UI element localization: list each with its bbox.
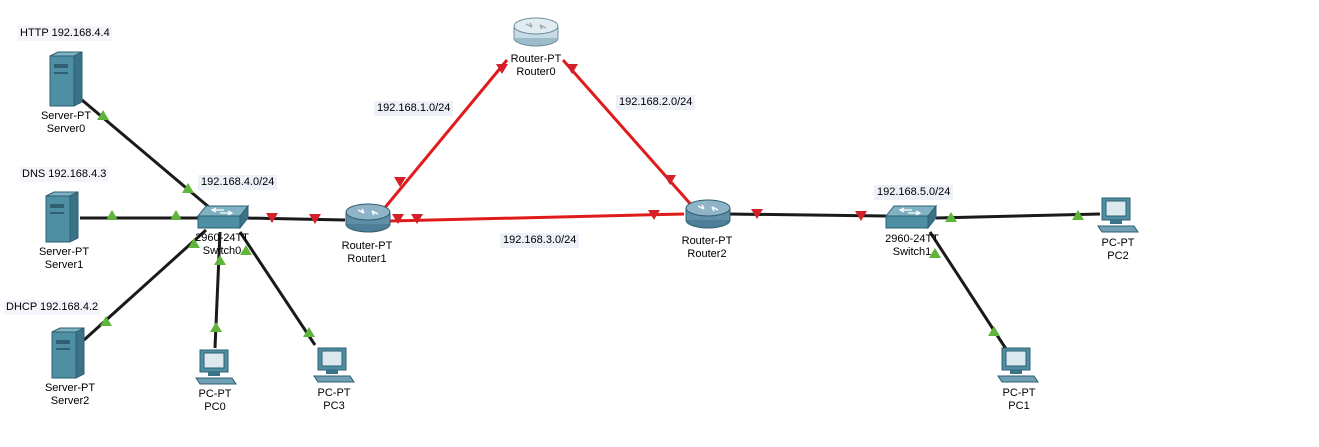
port-up-marker (988, 326, 1000, 336)
server2-service-label: DHCP 192.168.4.2 (4, 300, 101, 315)
router2-label[interactable]: Router-PT Router2 (682, 235, 733, 261)
server0-icon[interactable] (49, 51, 83, 107)
port-down-marker (392, 214, 404, 224)
port-up-marker (1072, 210, 1084, 220)
server2-icon[interactable] (51, 327, 85, 379)
router1-model: Router-PT (341, 240, 393, 252)
router0-model: Router-PT (510, 53, 562, 65)
pc2-model: PC-PT (1101, 237, 1135, 249)
port-up-marker (945, 212, 957, 222)
pc3-icon[interactable] (313, 347, 355, 383)
router0-icon[interactable] (513, 17, 559, 47)
switch1-model: 2960-24TT (885, 233, 939, 245)
pc3-model: PC-PT (317, 387, 351, 399)
network-label-192-168-1-0: 192.168.1.0/24 (374, 101, 454, 116)
switch0-name: Switch0 (202, 245, 242, 257)
server1-service-label: DNS 192.168.4.3 (20, 167, 109, 182)
link-router1-router2[interactable] (389, 212, 685, 223)
server1-name: Server1 (44, 259, 84, 271)
server1-label[interactable]: Server-PT Server1 (39, 246, 89, 272)
port-down-marker (411, 214, 423, 224)
server1-model: Server-PT (38, 246, 90, 258)
pc3-label[interactable]: PC-PT PC3 (318, 387, 351, 413)
port-down-marker (751, 209, 763, 219)
pc2-name: PC2 (1107, 250, 1129, 262)
router2-name: Router2 (687, 248, 727, 260)
switch1-label[interactable]: 2960-24TT Switch1 (885, 233, 939, 259)
router1-label[interactable]: Router-PT Router1 (342, 240, 393, 266)
network-label-192-168-3-0: 192.168.3.0/24 (500, 233, 580, 248)
port-up-marker (182, 183, 194, 193)
link-pc3-switch0[interactable] (238, 231, 317, 346)
server0-service-label: HTTP 192.168.4.4 (18, 26, 112, 41)
server2-label[interactable]: Server-PT Server2 (45, 382, 95, 408)
switch0-icon[interactable] (196, 204, 250, 230)
server2-name: Server2 (50, 395, 90, 407)
pc0-icon[interactable] (195, 349, 237, 385)
switch1-icon[interactable] (884, 204, 938, 230)
pc1-name: PC1 (1008, 400, 1030, 412)
pc0-name: PC0 (204, 401, 226, 413)
port-up-marker (303, 327, 315, 337)
link-switch0-router1[interactable] (244, 216, 346, 222)
link-router0-router2[interactable] (561, 59, 696, 209)
pc3-name: PC3 (323, 400, 345, 412)
switch0-label[interactable]: 2960-24TT Switch0 (195, 232, 249, 258)
server2-model: Server-PT (44, 382, 96, 394)
server1-icon[interactable] (45, 191, 79, 243)
port-up-marker (97, 110, 109, 120)
port-status-markers (97, 64, 1084, 337)
port-down-marker (566, 64, 578, 74)
network-label-192-168-5-0: 192.168.5.0/24 (874, 185, 954, 200)
server0-label[interactable]: Server-PT Server0 (41, 110, 91, 136)
pc1-label[interactable]: PC-PT PC1 (1003, 387, 1036, 413)
port-up-marker (929, 248, 941, 258)
server0-model: Server-PT (40, 110, 92, 122)
port-up-marker (170, 210, 182, 220)
port-down-marker (309, 214, 321, 224)
link-switch1-pc2[interactable] (935, 212, 1101, 220)
port-down-marker (855, 211, 867, 221)
router2-icon[interactable] (685, 199, 731, 229)
router0-label[interactable]: Router-PT Router0 (511, 53, 562, 79)
port-up-marker (214, 255, 226, 265)
port-down-marker (266, 213, 278, 223)
link-router1-router0[interactable] (376, 59, 509, 217)
port-down-marker (496, 64, 508, 74)
port-up-marker (188, 238, 200, 248)
port-up-marker (106, 210, 118, 220)
server0-name: Server0 (46, 123, 86, 135)
router1-icon[interactable] (345, 203, 391, 233)
pc1-model: PC-PT (1002, 387, 1036, 399)
network-label-192-168-4-0: 192.168.4.0/24 (198, 175, 278, 190)
router2-model: Router-PT (681, 235, 733, 247)
port-up-marker (100, 316, 112, 326)
port-down-marker (394, 177, 406, 187)
pc0-label[interactable]: PC-PT PC0 (199, 388, 232, 414)
port-down-marker (664, 175, 676, 185)
port-up-marker (240, 245, 252, 255)
pc2-label[interactable]: PC-PT PC2 (1102, 237, 1135, 263)
router0-name: Router0 (516, 66, 556, 78)
switch0-model: 2960-24TT (195, 232, 249, 244)
port-up-marker (210, 322, 222, 332)
router1-name: Router1 (347, 253, 387, 265)
switch1-name: Switch1 (892, 246, 932, 258)
pc1-icon[interactable] (997, 347, 1039, 383)
port-down-marker (648, 210, 660, 220)
pc0-model: PC-PT (198, 388, 232, 400)
pc2-icon[interactable] (1097, 197, 1139, 233)
network-label-192-168-2-0: 192.168.2.0/24 (616, 95, 696, 110)
